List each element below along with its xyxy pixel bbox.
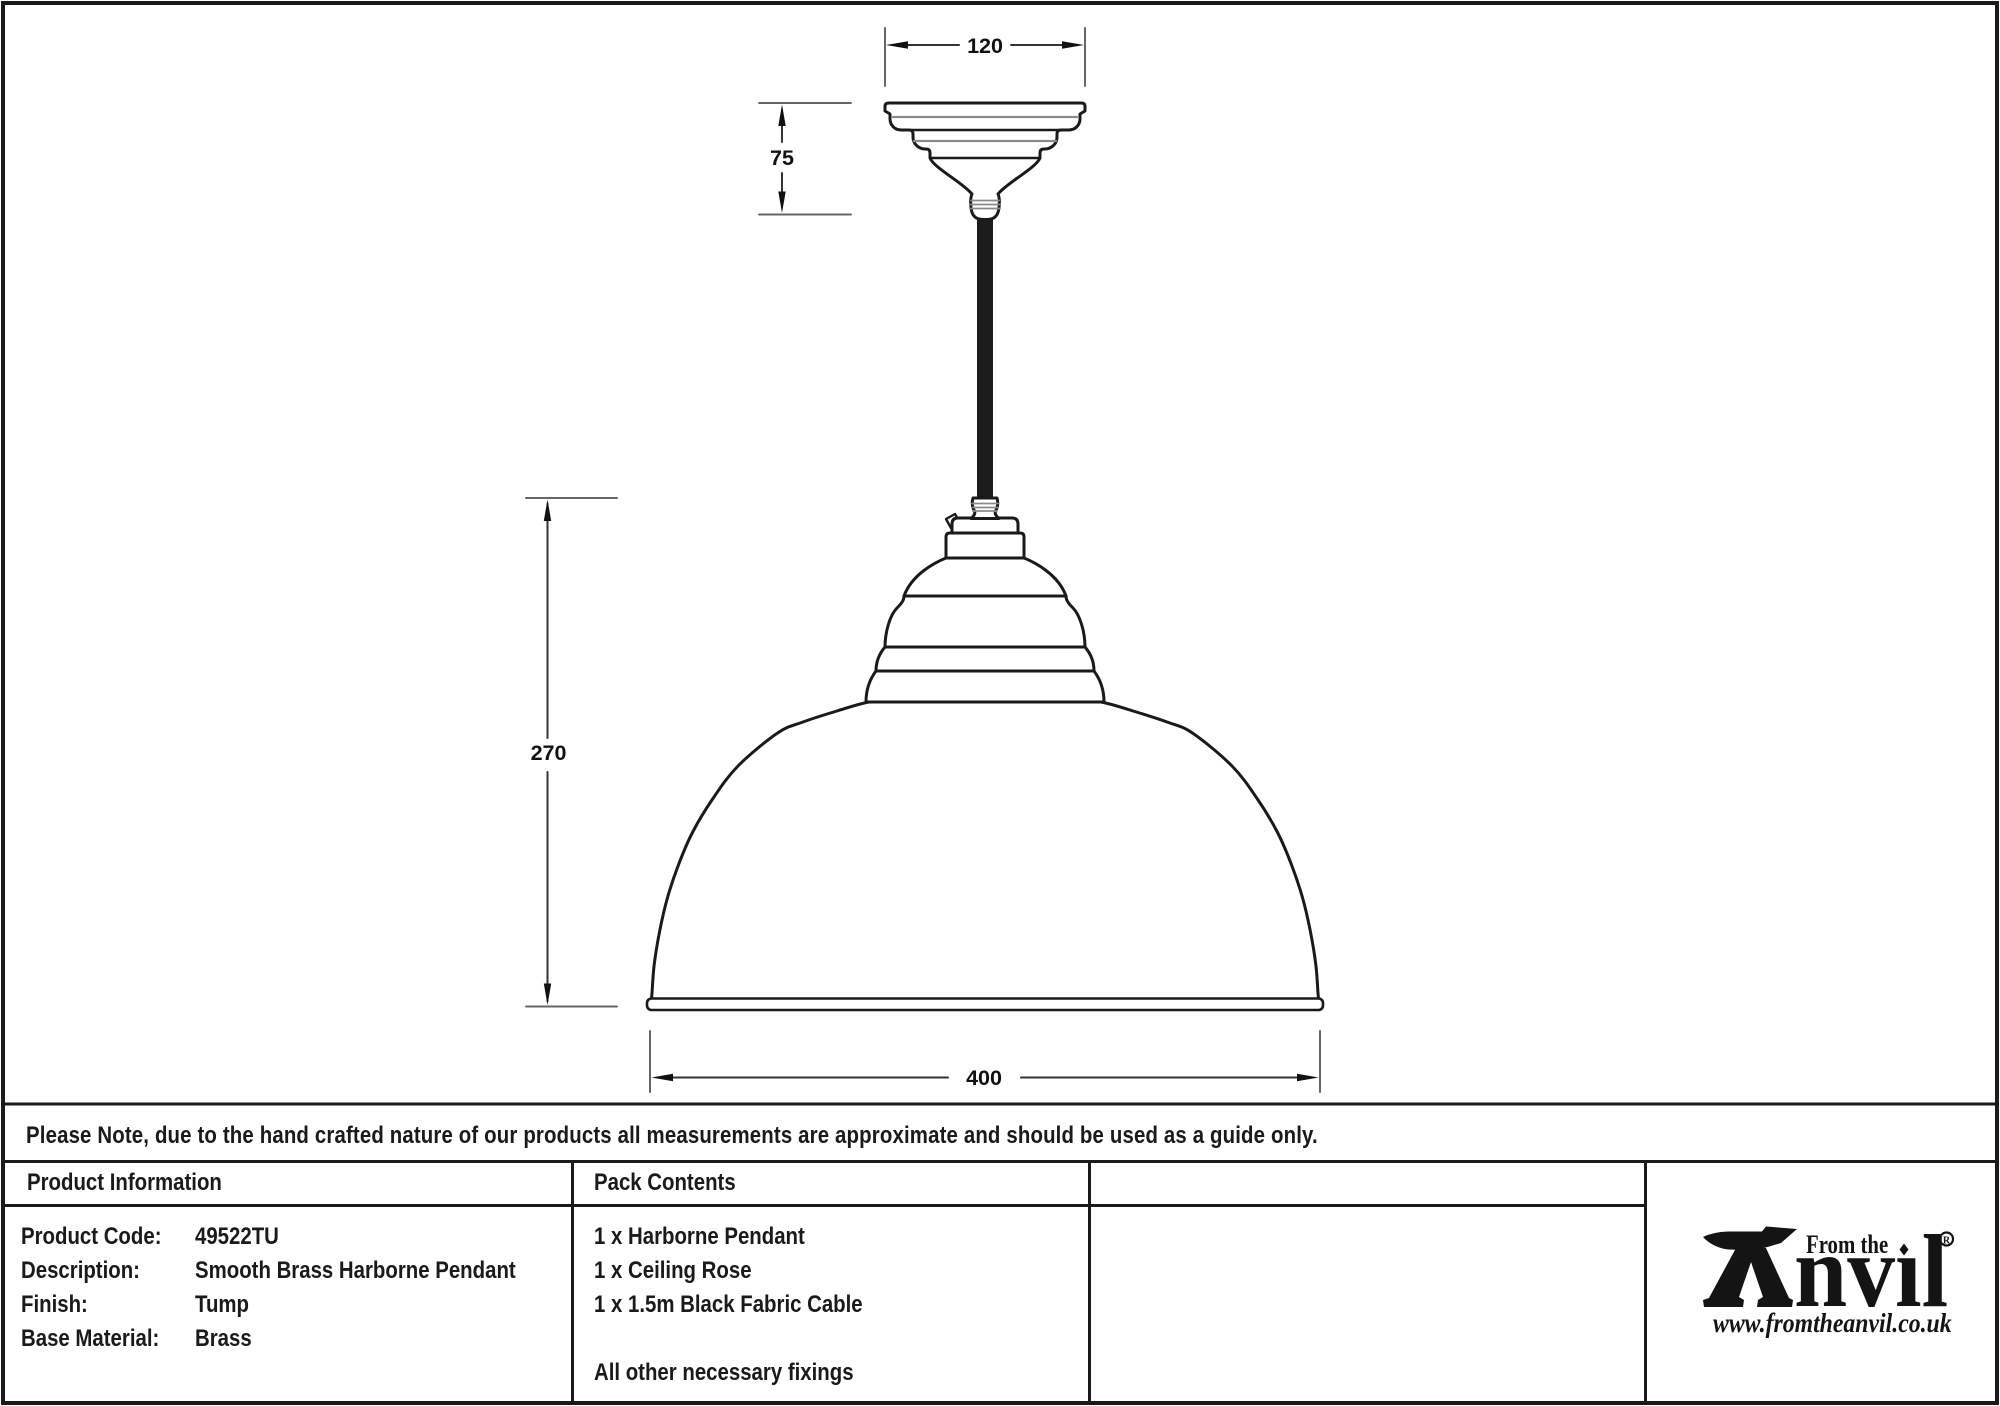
svg-text:Pack Contents: Pack Contents [594,1168,736,1195]
svg-text:www.fromtheanvil.co.uk: www.fromtheanvil.co.uk [1713,1308,1952,1339]
svg-text:From the: From the [1806,1231,1888,1260]
svg-text:1 x Harborne Pendant: 1 x Harborne Pendant [594,1222,805,1249]
svg-text:Brass: Brass [195,1324,252,1351]
svg-text:120: 120 [967,34,1003,58]
svg-text:75: 75 [770,146,794,170]
svg-text:All other necessary fixings: All other necessary fixings [594,1358,854,1385]
svg-text:Product Information: Product Information [27,1168,222,1195]
svg-text:49522TU: 49522TU [195,1222,279,1249]
svg-text:Please Note, due to the hand c: Please Note, due to the hand crafted nat… [26,1121,1318,1148]
svg-text:Finish:: Finish: [21,1290,88,1317]
svg-text:R: R [1943,1236,1951,1247]
svg-text:1 x 1.5m Black Fabric Cable: 1 x 1.5m Black Fabric Cable [594,1290,863,1317]
svg-text:Tump: Tump [195,1290,249,1317]
svg-text:Product Code:: Product Code: [21,1222,161,1249]
svg-text:Description:: Description: [21,1256,140,1283]
svg-text:270: 270 [531,741,567,765]
svg-text:1 x Ceiling Rose: 1 x Ceiling Rose [594,1256,752,1283]
svg-text:nvıl: nvıl [1794,1213,1948,1329]
svg-text:400: 400 [966,1066,1002,1090]
svg-text:Smooth Brass Harborne Pendant: Smooth Brass Harborne Pendant [195,1256,516,1283]
svg-text:Base Material:: Base Material: [21,1324,159,1351]
